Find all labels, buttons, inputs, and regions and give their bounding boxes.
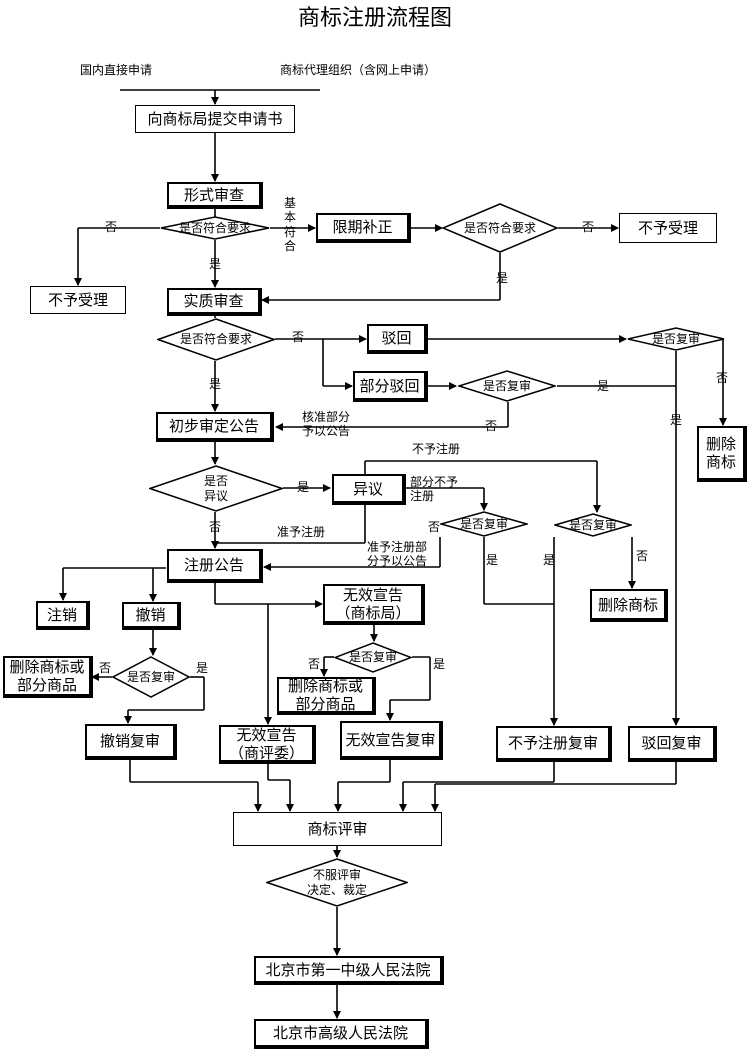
edge-label-no-1: 否 — [105, 220, 118, 234]
edge-label-yes-7: 是 — [486, 553, 499, 567]
edge-label-no-9: 否 — [99, 661, 112, 675]
substantive-review-box: 实质审查 — [167, 288, 262, 316]
edge-label-yes-2: 是 — [496, 271, 509, 285]
formal-check-diamond: 是否符合要求 — [160, 216, 270, 240]
opp-partial-review-label: 是否复审 — [459, 516, 508, 531]
opposition-box: 异议 — [332, 474, 406, 505]
invalid-office-box: 无效宣告 （商标局） — [323, 584, 425, 625]
edge-label-yes-8: 是 — [543, 553, 556, 567]
substantive-check-label: 是否符合要求 — [179, 332, 252, 346]
page-title: 商标注册流程图 — [297, 6, 452, 31]
delete-mark-right-box: 删除 商标 — [697, 426, 747, 482]
opp-partial-review-diamond: 是否复审 — [440, 511, 528, 537]
edge-label-yes-1: 是 — [209, 257, 222, 271]
delete-left-box: 删除商标或 部分商品 — [3, 656, 93, 698]
objection-diamond: 是否 异议 — [149, 465, 283, 512]
edge-label-no-2: 否 — [582, 220, 595, 234]
invalid-review-check-label: 是否复审 — [348, 650, 397, 664]
reg-notice-box: 注册公告 — [167, 549, 263, 583]
reject-review-box: 驳回复审 — [628, 726, 717, 762]
invalid-tribunal-box: 无效宣告 （商评委） — [219, 725, 316, 764]
prelim-notice-box: 初步审定公告 — [156, 412, 274, 442]
edge-label-no-4: 否 — [716, 371, 729, 385]
court-appeal-diamond: 不服评审 决定、裁定 — [266, 858, 408, 907]
invalid-review-box: 无效宣告复审 — [340, 721, 443, 760]
reject-review-diamond: 是否复审 — [627, 327, 725, 351]
objection-check-label: 是否 异议 — [203, 473, 228, 503]
partial-reject-box: 部分驳回 — [353, 371, 428, 402]
cancel-box: 注销 — [36, 601, 90, 630]
court-appeal-label: 不服评审 决定、裁定 — [306, 867, 367, 897]
correction-check-diamond: 是否符合要求 — [442, 203, 558, 253]
edge-label-no-6: 否 — [209, 520, 222, 534]
reject-right-box: 不予受理 — [619, 213, 717, 243]
edge-label-approve-partial: 核准部分 予以公告 — [302, 410, 351, 439]
revoke-review-diamond: 是否复审 — [112, 656, 190, 698]
delete-mid-box: 删除商标或 部分商品 — [277, 677, 376, 715]
source-agent-label: 商标代理组织（含网上申请） — [280, 63, 437, 77]
edge-label-no-3: 否 — [292, 330, 305, 344]
partial-review-check-label: 是否复审 — [482, 378, 531, 393]
edge-label-not-reg: 不予注册 — [412, 442, 461, 456]
edge-label-yes-9: 是 — [196, 661, 209, 675]
edge-label-no-8: 否 — [636, 549, 649, 563]
edge-label-approve-partial-reg: 准予注册部 分予以公告 — [367, 540, 428, 569]
reject-review-check-label: 是否复审 — [651, 331, 700, 346]
edge-label-basic-ok: 基 本 符 合 — [284, 196, 297, 254]
edge-label-no-5: 否 — [485, 419, 498, 433]
edge-label-no-7: 否 — [428, 520, 441, 534]
formal-check-label: 是否符合要求 — [178, 220, 251, 235]
submit-box: 向商标局提交申请书 — [135, 105, 295, 133]
beijing-first-court-box: 北京市第一中级人民法院 — [254, 956, 444, 985]
correction-check-label: 是否符合要求 — [463, 220, 536, 235]
revoke-review-box: 撤销复审 — [85, 724, 177, 760]
edge-label-yes-5: 是 — [670, 413, 683, 427]
edge-label-yes-6: 是 — [297, 480, 310, 494]
edge-label-yes-10: 是 — [433, 657, 446, 671]
revoke-review-check-label: 是否复审 — [126, 669, 175, 684]
partial-review-diamond: 是否复审 — [458, 370, 556, 402]
invalid-review-diamond: 是否复审 — [334, 642, 412, 673]
source-direct-label: 国内直接申请 — [80, 63, 153, 77]
beijing-high-court-box: 北京市高级人民法院 — [254, 1019, 429, 1049]
edge-label-no-10: 否 — [308, 657, 321, 671]
edge-label-partial-not-reg: 部分不予 注册 — [410, 475, 459, 504]
opp-nonreg-review-label: 是否复审 — [568, 517, 617, 532]
delete-mark-mid-box: 删除商标 — [590, 589, 668, 622]
edge-label-yes-3: 是 — [209, 377, 222, 391]
formal-review-box: 形式审查 — [167, 182, 263, 209]
revoke-box: 撤销 — [122, 602, 181, 630]
opp-nonreg-review-diamond: 是否复审 — [554, 513, 632, 537]
edge-label-approve-reg: 准予注册 — [277, 525, 326, 539]
nonreg-review-box: 不予注册复审 — [496, 726, 612, 762]
correction-box: 限期补正 — [316, 213, 411, 243]
reject-box: 驳回 — [367, 324, 428, 354]
trademark-review-box: 商标评审 — [233, 812, 442, 846]
edge-label-yes-4: 是 — [597, 379, 610, 393]
substantive-check-diamond: 是否符合要求 — [157, 318, 275, 361]
reject-left-box: 不予受理 — [30, 286, 126, 314]
